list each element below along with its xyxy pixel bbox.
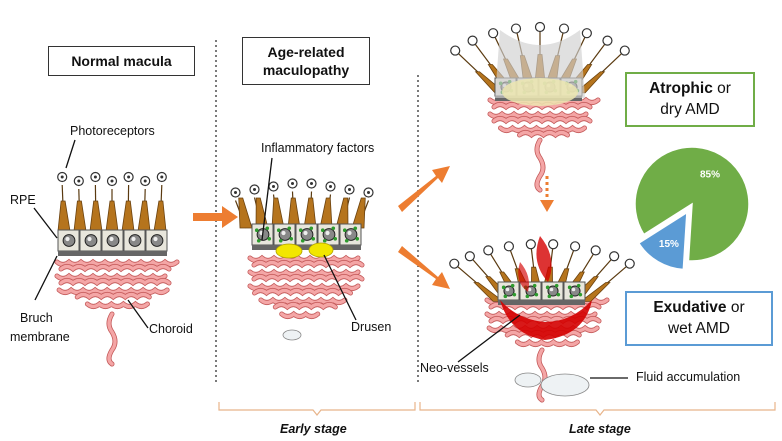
atrophic-amd-box: Atrophic or dry AMD bbox=[625, 72, 755, 127]
age-related-title-line2: maculopathy bbox=[262, 62, 350, 78]
photoreceptor bbox=[335, 184, 355, 229]
fluid-drop bbox=[282, 329, 302, 341]
exudative-bold: Exudative bbox=[653, 299, 727, 316]
rpe-cell bbox=[295, 223, 318, 246]
rpe-cell bbox=[145, 229, 168, 252]
atrophic-lesion bbox=[502, 78, 578, 106]
age-related-title-box: Age-related maculopathy bbox=[242, 37, 370, 85]
drusen-deposit bbox=[275, 243, 303, 259]
rpe-cell bbox=[101, 229, 124, 252]
flow-arrow-to-wet bbox=[398, 246, 450, 289]
drusen-deposit bbox=[308, 242, 334, 258]
fluid-drop bbox=[514, 372, 542, 388]
photoreceptor bbox=[230, 187, 253, 229]
late-stage-bracket bbox=[419, 402, 776, 416]
choroid-vessels bbox=[54, 258, 180, 367]
rpe-cell bbox=[339, 223, 362, 246]
photoreceptor bbox=[303, 178, 317, 229]
atrophic-line2: dry AMD bbox=[660, 101, 720, 118]
early-stage-label: Early stage bbox=[280, 422, 347, 436]
bruch-membrane bbox=[58, 251, 167, 256]
choroid-vessels bbox=[487, 96, 601, 193]
flow-arrow-to-atrophic bbox=[398, 166, 450, 212]
photoreceptor bbox=[319, 181, 336, 229]
rpe-cell bbox=[273, 223, 296, 246]
flow-arrow-dry-to-wet bbox=[540, 176, 554, 212]
atrophic-rest: or bbox=[712, 80, 731, 97]
photoreceptor bbox=[351, 187, 374, 229]
bruch-label-line2: membrane bbox=[10, 330, 70, 344]
rpe-label: RPE bbox=[10, 193, 36, 207]
pie-slice-label: 85% bbox=[700, 170, 720, 181]
rpe-leader bbox=[33, 207, 58, 239]
photoreceptor bbox=[268, 181, 285, 229]
choroid-vessels bbox=[247, 254, 365, 319]
pie-slice-label: 15% bbox=[659, 239, 679, 250]
photoreceptor bbox=[287, 178, 301, 229]
late-stage-label: Late stage bbox=[569, 422, 631, 436]
bruch-membrane bbox=[252, 245, 361, 250]
neovessels-label: Neo-vessels bbox=[420, 361, 489, 375]
blood-plume bbox=[518, 262, 529, 292]
age-related-title-line1: Age-related bbox=[267, 44, 345, 60]
amd-prevalence-pie: 85% 15% bbox=[634, 146, 750, 271]
rpe-cell bbox=[317, 223, 340, 246]
normal-macula-title: Normal macula bbox=[71, 53, 172, 69]
inflammatory-label: Inflammatory factors bbox=[261, 141, 375, 155]
flow-arrow-normal-to-early bbox=[193, 206, 238, 228]
rpe-cell bbox=[497, 281, 520, 301]
photoreceptor bbox=[449, 258, 505, 302]
photoreceptor bbox=[579, 258, 635, 302]
photoreceptor bbox=[121, 171, 135, 232]
photoreceptor bbox=[73, 175, 87, 232]
atrophic-illustration bbox=[450, 21, 630, 193]
neovessels-leader bbox=[457, 314, 521, 363]
blood-plume bbox=[536, 236, 552, 282]
fluid-label: Fluid accumulation bbox=[636, 370, 741, 384]
rpe-cell bbox=[79, 229, 102, 252]
photoreceptor bbox=[153, 171, 167, 232]
early-stage-illustration bbox=[230, 178, 374, 341]
photoreceptor bbox=[105, 175, 119, 232]
exudative-line2: wet AMD bbox=[667, 320, 730, 337]
rpe-cell bbox=[123, 229, 146, 252]
photoreceptor bbox=[89, 171, 103, 232]
fluid-drop bbox=[540, 373, 590, 397]
photoreceptor bbox=[137, 175, 151, 232]
atrophic-bold: Atrophic bbox=[649, 80, 713, 97]
photoreceptors-label: Photoreceptors bbox=[70, 124, 155, 138]
drusen-label: Drusen bbox=[351, 320, 392, 334]
neovascular-hemorrhage bbox=[500, 300, 592, 340]
pie-slice bbox=[634, 146, 750, 262]
rpe-cell bbox=[563, 281, 586, 301]
exudative-amd-box: Exudative or wet AMD bbox=[625, 291, 773, 346]
photoreceptors-leader bbox=[65, 139, 76, 169]
photoreceptor bbox=[249, 184, 269, 229]
normal-macula-illustration bbox=[54, 171, 180, 367]
bruch-membrane bbox=[498, 300, 585, 305]
photoreceptor bbox=[57, 171, 71, 232]
rpe-cell bbox=[541, 281, 564, 301]
choroid-label: Choroid bbox=[149, 322, 193, 336]
wet-amd-illustration bbox=[449, 236, 635, 403]
drusen-leader bbox=[323, 254, 357, 321]
inflammatory-leader bbox=[261, 157, 273, 241]
bruch-label-line1: Bruch bbox=[20, 311, 53, 325]
early-stage-bracket bbox=[218, 402, 416, 416]
exudative-rest: or bbox=[726, 299, 745, 316]
pie-slice bbox=[637, 211, 688, 271]
normal-macula-title-box: Normal macula bbox=[48, 46, 195, 76]
choroid-leader bbox=[127, 299, 149, 329]
bruch-leader bbox=[34, 255, 58, 301]
rpe-cell bbox=[57, 229, 80, 252]
